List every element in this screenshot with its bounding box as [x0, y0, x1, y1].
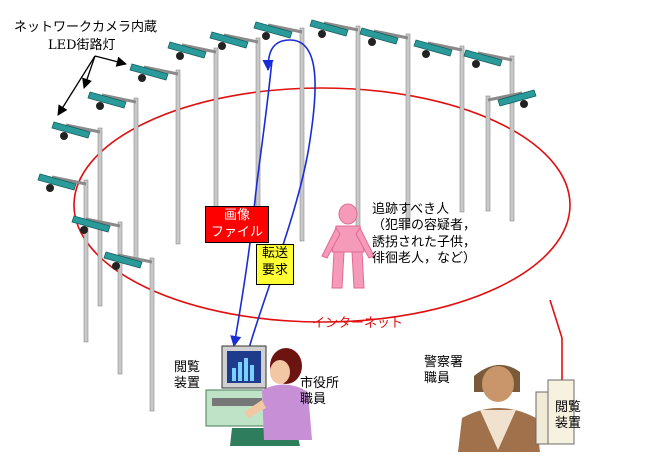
- street-lamp-icon: [463, 49, 515, 222]
- ring-to-police-line: [549, 299, 563, 392]
- police-officer-icon: [458, 364, 540, 452]
- image-file-line-2: ファイル: [210, 224, 263, 240]
- viewer-right-line-1: 閲覧: [555, 400, 582, 415]
- street-lamp-icon: [103, 251, 155, 412]
- viewer-right-label: 閲覧 装置: [555, 400, 581, 433]
- viewer-right-line-2: 装置: [555, 416, 582, 432]
- desktop-pc-icon: [535, 379, 575, 445]
- target-line-1: 追跡すべき人: [372, 202, 450, 217]
- viewer-left-label: 閲覧 装置: [174, 360, 200, 393]
- street-lamp-icon: [253, 21, 305, 242]
- street-lamp-icon: [309, 19, 361, 232]
- viewer-left-line-1: 閲覧: [174, 360, 201, 375]
- target-line-2: （犯罪の容疑者，: [372, 218, 477, 234]
- internet-ring: [73, 87, 571, 323]
- street-lamp-icon: [413, 39, 465, 213]
- street-lamp-icon: [87, 91, 139, 265]
- street-lamp-icon: [71, 215, 123, 375]
- camera-subtitle: LED街路灯: [48, 38, 116, 53]
- transfer-line-1: 転送: [261, 246, 288, 261]
- street-lamp-icon: [167, 41, 219, 217]
- target-line-4: 徘徊老人，など）: [372, 250, 477, 266]
- city-staff-line-2: 職員: [300, 392, 327, 408]
- city-staff-line-1: 市役所: [300, 376, 340, 391]
- street-lamp-icon: [129, 63, 181, 245]
- street-lamp-icon: [485, 89, 537, 212]
- computer-user-icon: [205, 345, 312, 446]
- person-figure-icon: [321, 203, 375, 289]
- image-file-box: 画像 ファイル: [205, 206, 269, 243]
- image-file-line-1: 画像: [223, 208, 250, 223]
- camera-title: ネットワークカメラ内蔵: [14, 20, 158, 35]
- target-line-3: 誘拐された子供，: [372, 234, 477, 250]
- internet-label: インターネット: [312, 316, 404, 331]
- viewer-left-line-2: 装置: [174, 376, 201, 392]
- street-lamp-icon: [209, 31, 261, 225]
- target-person-description: 追跡すべき人 （犯罪の容疑者， 誘拐された子供， 徘徊老人，など）: [372, 202, 476, 267]
- street-lamps: [37, 19, 537, 412]
- transfer-request-box: 転送 要求: [256, 244, 294, 285]
- file-arrow: [230, 59, 273, 348]
- transfer-line-2: 要求: [261, 262, 288, 278]
- police-staff-label: 警察署 職員: [424, 355, 463, 388]
- street-lamp-icon: [359, 27, 411, 229]
- city-staff-label: 市役所 職員: [300, 376, 339, 409]
- police-staff-line-1: 警察署: [424, 355, 464, 370]
- label-pointer-arrows: [57, 55, 128, 116]
- street-lamp-icon: [51, 121, 103, 307]
- street-lamp-icon: [37, 173, 89, 343]
- police-staff-line-2: 職員: [424, 371, 451, 387]
